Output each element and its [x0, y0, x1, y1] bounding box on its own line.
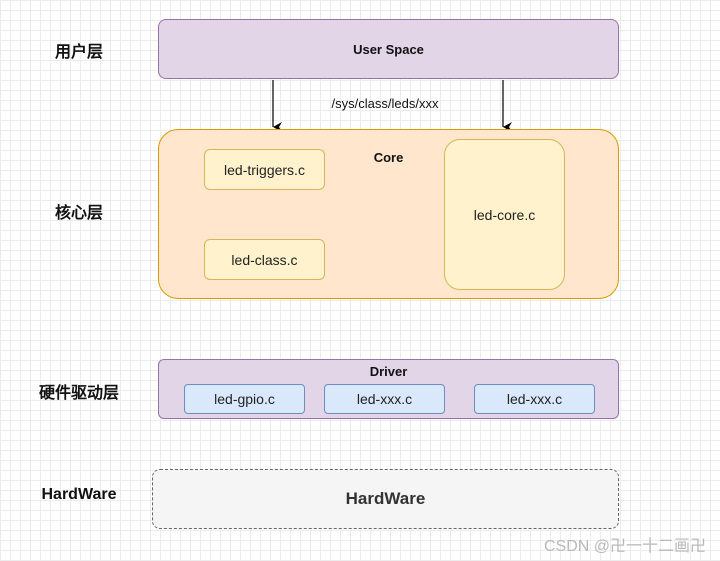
- file-label: led-core.c: [473, 206, 536, 223]
- layer-label-hw-driver: 硬件驱动层: [38, 385, 119, 402]
- file-led-class: led-class.c: [204, 239, 325, 280]
- file-led-core: led-core.c: [444, 139, 565, 290]
- core-title: Core: [373, 150, 404, 165]
- user-space-label: User Space: [353, 41, 424, 57]
- file-led-gpio: led-gpio.c: [184, 384, 305, 414]
- layer-label-core: 核心层: [54, 205, 103, 222]
- hardware-label: HardWare: [345, 489, 426, 508]
- file-label: led-class.c: [231, 251, 298, 268]
- hardware-box: HardWare: [152, 469, 619, 529]
- layer-label-hardware: HardWare: [41, 486, 117, 503]
- layer-label-user: 用户层: [54, 44, 103, 61]
- watermark: CSDN @卍一十二画卍: [543, 538, 706, 555]
- sysfs-path-label: /sys/class/leds/xxx: [331, 96, 439, 111]
- file-label: led-triggers.c: [224, 161, 305, 178]
- file-led-triggers: led-triggers.c: [204, 149, 325, 190]
- user-space-box: User Space: [158, 19, 619, 79]
- file-label: led-xxx.c: [506, 391, 563, 407]
- file-led-xxx-2: led-xxx.c: [474, 384, 595, 414]
- driver-title: Driver: [369, 364, 408, 379]
- file-led-xxx-1: led-xxx.c: [324, 384, 445, 414]
- file-label: led-gpio.c: [214, 391, 275, 407]
- file-label: led-xxx.c: [356, 391, 413, 407]
